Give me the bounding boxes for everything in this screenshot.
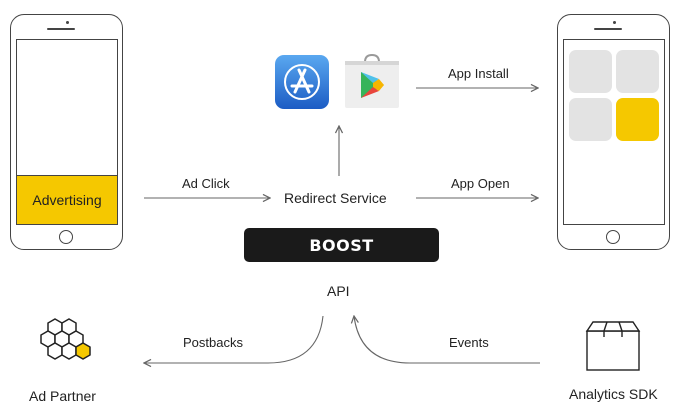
boost-badge: BOOST: [244, 228, 439, 262]
api-label: API: [327, 283, 350, 299]
postbacks-arrow: [144, 315, 324, 363]
phone-speaker: [594, 28, 622, 30]
app-phone: [557, 14, 670, 250]
advertising-banner: Advertising: [17, 175, 117, 224]
app-tile: [569, 50, 612, 93]
app-tile: [616, 50, 659, 93]
postbacks-label: Postbacks: [183, 335, 243, 350]
phone-camera: [66, 21, 69, 24]
ad-click-label: Ad Click: [182, 176, 230, 191]
phone-screen: [563, 39, 665, 225]
analytics-sdk-box-icon: [585, 321, 641, 371]
advertising-label: Advertising: [32, 192, 102, 208]
events-arrow: [354, 316, 540, 364]
boost-label: BOOST: [309, 235, 374, 255]
phone-home-button: [606, 230, 620, 244]
app-open-label: App Open: [451, 176, 510, 191]
app-store-icon: [275, 55, 329, 109]
ad-partner-label: Ad Partner: [29, 388, 96, 404]
phone-speaker: [47, 28, 75, 30]
analytics-sdk-label: Analytics SDK: [569, 386, 658, 402]
advertising-phone: Advertising: [10, 14, 123, 250]
phone-screen: Advertising: [16, 39, 118, 225]
ad-partner-honeycomb-icon: [40, 318, 91, 360]
events-label: Events: [449, 335, 489, 350]
redirect-service-label: Redirect Service: [284, 190, 387, 206]
phone-home-button: [59, 230, 73, 244]
google-play-icon: [345, 53, 399, 108]
app-install-label: App Install: [448, 66, 509, 81]
app-tile-highlighted: [616, 98, 659, 141]
phone-camera: [613, 21, 616, 24]
app-tile: [569, 98, 612, 141]
